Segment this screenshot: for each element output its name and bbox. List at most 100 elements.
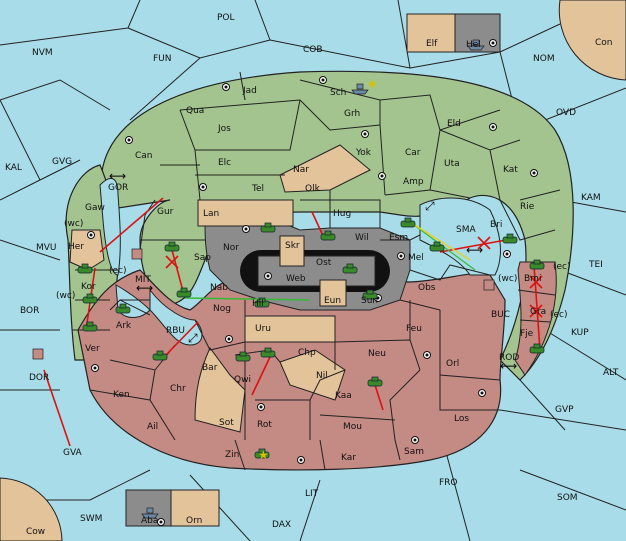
label-wil: Wil	[355, 233, 369, 243]
sea-gor	[99, 177, 121, 276]
label-qua: Qua	[186, 106, 204, 116]
label-fro: FRO	[439, 478, 458, 488]
double-arrow-icon: ⟷	[109, 169, 126, 183]
fleet-unit-hel[interactable]	[467, 39, 485, 51]
land-orn[interactable]	[170, 489, 220, 527]
label-gvg: GVG	[52, 157, 72, 167]
label-wc1: (wc)	[64, 219, 83, 229]
army-unit-zin[interactable]	[254, 448, 270, 459]
label-ark: Ark	[116, 321, 132, 331]
label-amp: Amp	[403, 177, 424, 187]
land-her[interactable]	[69, 229, 105, 271]
label-can: Can	[135, 151, 153, 161]
label-con: Con	[595, 38, 613, 48]
label-dor: DOR	[29, 373, 49, 383]
army-unit-kaa[interactable]	[367, 376, 383, 387]
label-nab: Nab	[210, 283, 228, 293]
army-unit-sun[interactable]	[362, 289, 378, 300]
label-kam: KAM	[581, 193, 601, 203]
label-jad: Jad	[242, 86, 257, 96]
land-skr[interactable]	[279, 235, 305, 267]
army-unit-ost[interactable]	[342, 263, 358, 274]
label-hel: Hel	[466, 40, 481, 50]
dislodged-unit-dor[interactable]	[32, 348, 44, 360]
label-sma: SMA	[456, 225, 476, 235]
army-unit-fje[interactable]	[529, 343, 545, 354]
label-lit: LIT	[305, 489, 319, 499]
order-arrows	[43, 197, 543, 447]
fleet-unit-sch[interactable]	[351, 83, 369, 95]
passage-arrows: ⟷ ⟷ ⟷ ⟷ ⤢ ⤢	[109, 169, 517, 373]
label-pol: POL	[217, 13, 235, 23]
army-unit-chr[interactable]	[152, 350, 168, 361]
land-nar[interactable]	[279, 144, 371, 193]
land-lan[interactable]	[197, 199, 294, 227]
army-unit-nab[interactable]	[176, 287, 192, 298]
label-tei: TEI	[588, 260, 603, 270]
double-arrow-icon: ⟷	[136, 281, 153, 295]
label-wc3: (wc)	[498, 274, 517, 284]
label-obs: Obs	[418, 283, 436, 293]
label-uru: Uru	[255, 324, 271, 334]
land-sot[interactable]	[194, 347, 246, 433]
double-arrow-icon: ⤢	[187, 331, 198, 345]
label-esm: Esm	[389, 233, 408, 243]
label-chp: Chp	[298, 348, 316, 358]
label-nil: Nil	[316, 371, 328, 381]
fleet-unit-aba[interactable]	[141, 507, 159, 519]
army-unit-mel[interactable]	[429, 241, 445, 252]
star-icon-zin: ★	[258, 448, 269, 462]
label-gaw: Gaw	[85, 203, 105, 213]
label-sun: Sun	[361, 296, 378, 306]
label-ec3: (ec)	[550, 310, 568, 320]
label-web: Web	[286, 274, 306, 284]
label-uta: Uta	[444, 159, 460, 169]
label-lan: Lan	[203, 209, 219, 219]
army-unit-kor[interactable]	[77, 263, 93, 274]
label-eld: Eld	[447, 119, 461, 129]
label-bmi: Bmi	[524, 274, 541, 284]
label-jos: Jos	[217, 124, 231, 134]
army-unit-sap[interactable]	[164, 241, 180, 252]
label-olk: Olk	[305, 184, 321, 194]
army-unit-nor[interactable]	[260, 222, 276, 233]
label-sot: Sot	[219, 418, 234, 428]
label-chr: Chr	[170, 384, 186, 394]
double-arrow-icon: ⤢	[424, 199, 435, 213]
label-gva: GVA	[63, 448, 83, 458]
army-unit-wil[interactable]	[320, 230, 336, 241]
land-nil[interactable]	[279, 349, 346, 401]
land-con[interactable]	[558, 0, 626, 81]
label-nar: Nar	[293, 165, 309, 175]
label-skr: Skr	[285, 241, 300, 251]
sea-sma	[419, 197, 501, 276]
label-bor: BOR	[20, 306, 39, 316]
dislodged-unit-buc[interactable]	[483, 279, 495, 291]
land-elf[interactable]	[406, 13, 456, 53]
army-unit-esm[interactable]	[400, 217, 416, 228]
land-cow[interactable]	[0, 477, 63, 541]
label-ec2: (ec)	[553, 262, 571, 272]
label-ken: Ken	[113, 390, 130, 400]
army-unit-chp[interactable]	[260, 347, 276, 358]
label-grh: Grh	[344, 109, 360, 119]
army-unit-hil[interactable]	[254, 297, 270, 308]
label-kor: Kor	[81, 282, 96, 292]
army-unit-ark[interactable]	[115, 303, 131, 314]
dislodged-unit-her[interactable]	[131, 248, 143, 260]
label-buc: BUC	[491, 310, 510, 320]
label-swm: SWM	[80, 514, 102, 524]
army-unit-kor2[interactable]	[82, 293, 98, 304]
army-unit-ver[interactable]	[82, 321, 98, 332]
army-unit-qwi[interactable]	[235, 351, 251, 362]
label-hil: Hil	[252, 299, 264, 309]
army-unit-bri[interactable]	[502, 233, 518, 244]
land-eun[interactable]	[319, 279, 347, 307]
label-elf: Elf	[426, 39, 438, 49]
army-unit-bmi[interactable]	[529, 259, 545, 270]
label-kal: KAL	[5, 163, 22, 173]
label-fje: Fje	[520, 329, 534, 339]
